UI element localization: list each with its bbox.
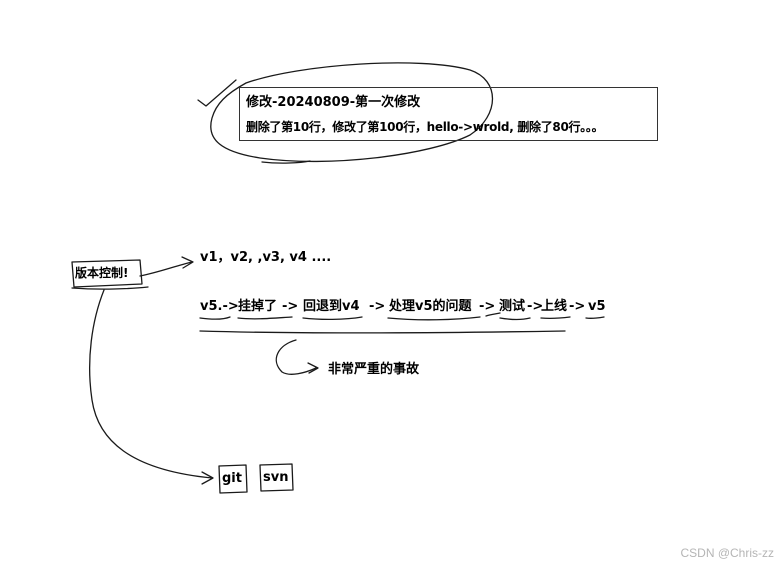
consequence-curve-stroke [275,339,317,375]
flow-underline-7 [540,316,571,320]
check-mark-stroke [197,79,237,107]
consequence-arrow-head [307,362,319,374]
flow-underline-2 [237,316,293,320]
vc-label-under-stroke [71,286,149,290]
flow-step-4: 处理v5的问题 [389,299,472,314]
flow-step-5: 测试 [499,299,526,314]
vc-label-box-stroke [71,259,143,288]
change-note-detail: 删除了第10行，修改了第100行，hello->wrold, 删除了80行。。。 [246,120,604,134]
arrow-to-versions-head [181,256,194,269]
svn-box-stroke [259,463,294,492]
consequence-text: 非常严重的事故 [328,362,420,377]
flow-arrow-3: -> [479,299,496,314]
git-box-stroke [218,464,248,494]
flow-step-3: 回退到v4 [303,299,360,314]
note-ellipse-stroke [210,62,493,163]
version-control-label: 版本控制! [75,266,129,280]
note-underline-stroke [261,160,311,164]
flow-underline-1 [199,316,231,320]
flow-step-7: v5 [588,299,606,314]
flow-arrow-2: -> [369,299,386,314]
arrow-to-versions-stroke [139,261,193,277]
csdn-watermark: CSDN @Chris-zz [680,546,774,560]
flow-long-underline [199,330,566,334]
tool-svn: svn [263,470,289,485]
tools-curve-stroke [88,289,213,479]
flow-arrow-1: -> [282,299,299,314]
versions-text: v1，v2, ,v3, v4 .... [200,250,332,265]
flow-arrow-4: -> [527,299,544,314]
flow-step-2: 挂掉了 [238,299,278,314]
flow-underline-4 [387,316,481,321]
flow-step-1: v5.-> [200,299,239,314]
change-note-box [239,87,658,141]
flow-underline-8 [585,316,605,320]
flow-underline-3 [302,316,363,321]
tools-arrow-head [201,471,214,485]
change-note-title: 修改-20240809-第一次修改 [246,95,421,110]
flow-underline-5 [485,312,501,317]
flow-underline-6 [499,317,531,321]
tool-git: git [222,471,242,486]
flow-step-6: 上线 [541,299,568,314]
flow-arrow-5: -> [569,299,586,314]
